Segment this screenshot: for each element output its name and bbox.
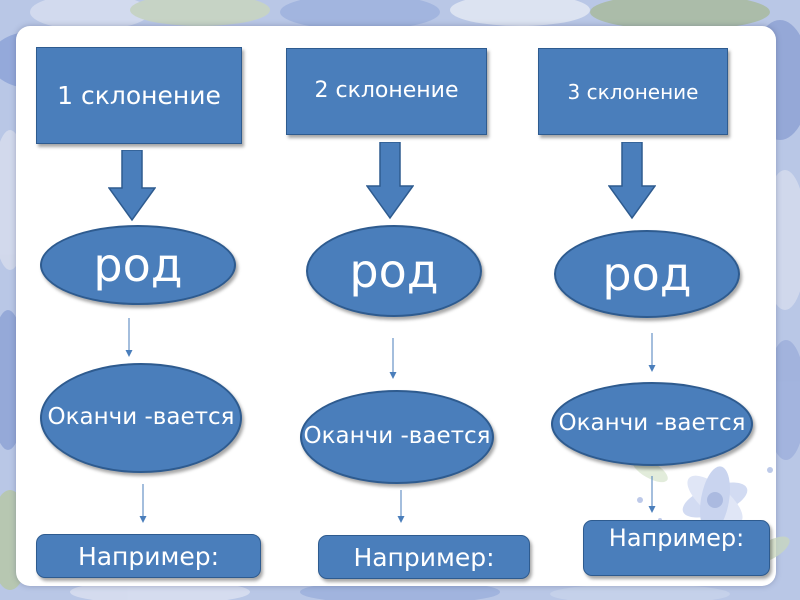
ending-oval-3: Оканчи -вается <box>551 382 753 466</box>
connector-arrow-icon <box>648 333 656 372</box>
example-box-3: Например: <box>583 520 770 576</box>
gender-oval-2: род <box>306 225 482 317</box>
gender-oval-3: род <box>554 230 740 318</box>
flower-decoration-icon <box>632 457 790 564</box>
down-arrow-icon <box>608 142 656 220</box>
down-arrow-icon <box>366 142 414 220</box>
declension-1-box: 1 склонение <box>36 47 242 144</box>
gender-oval-1: род <box>40 225 236 305</box>
connector-arrow-icon <box>125 318 133 357</box>
ending-oval-1: Оканчи -вается <box>40 363 242 473</box>
connector-arrow-icon <box>139 484 147 523</box>
connector-arrow-icon <box>648 476 656 513</box>
ending-oval-2: Оканчи -вается <box>300 390 494 484</box>
declension-2-box: 2 склонение <box>286 48 487 135</box>
example-box-2: Например: <box>318 535 530 579</box>
connector-arrow-icon <box>389 338 397 379</box>
declension-3-box: 3 склонение <box>538 48 728 135</box>
connector-arrow-icon <box>397 490 405 523</box>
down-arrow-icon <box>108 150 156 222</box>
example-box-1: Например: <box>36 534 261 578</box>
